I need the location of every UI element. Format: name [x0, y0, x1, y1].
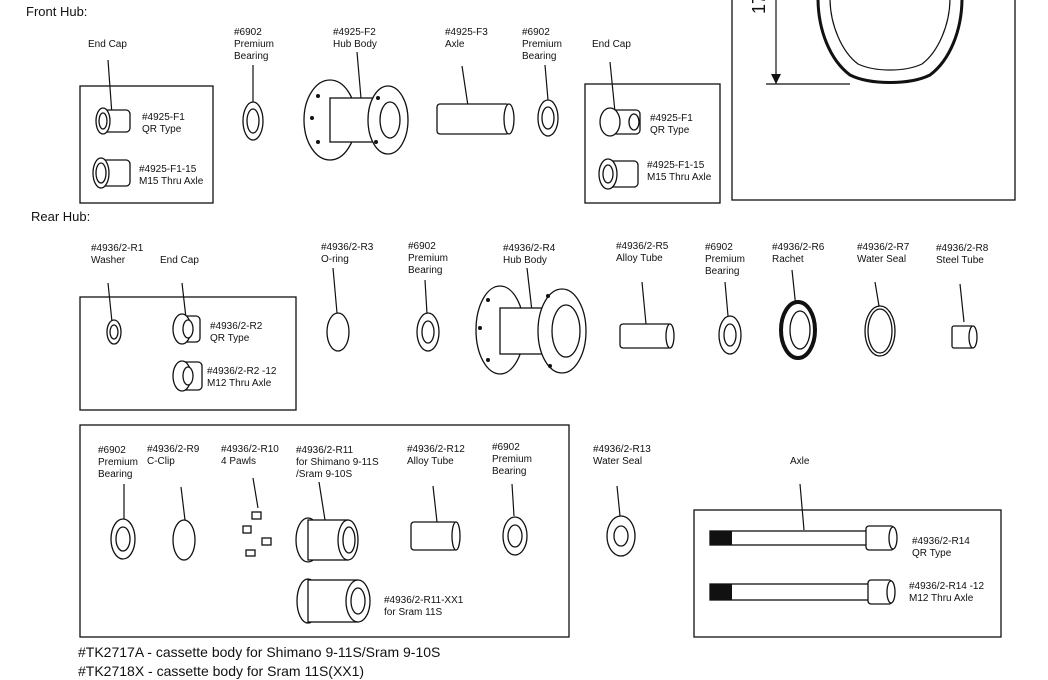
cassette-sram-body-label: #4936/2-R11-XX1 for Sram 11S: [384, 595, 464, 618]
front-right-m15-label: #4925-F1-15 M15 Thru Axle: [647, 160, 712, 183]
rim-section-drawing: [731, 0, 1016, 201]
cassette-shimano-body-label: #4936/2-R11 for Shimano 9-11S /Sram 9-10…: [296, 445, 379, 480]
rear-bearing-1-label: #6902 Premium Bearing: [408, 241, 449, 276]
rear-endcap-m12: [172, 360, 203, 392]
cassette-bearing-2-label: #6902 Premium Bearing: [492, 442, 533, 477]
front-hub-body: [303, 51, 409, 161]
rear-rachet-label: #4936/2-R6 Rachet: [772, 242, 825, 265]
rear-oring: [326, 267, 350, 352]
cassette-water-seal-label: #4936/2-R13 Water Seal: [593, 444, 651, 467]
rear-end-cap-label: End Cap: [160, 255, 199, 266]
rear-steel-tube-label: #4936/2-R8 Steel Tube: [936, 243, 989, 266]
rear-axle-m12-label: #4936/2-R14 -12 M12 Thru Axle: [909, 581, 985, 604]
rear-oring-label: #4936/2-R3 O-ring: [321, 242, 374, 265]
front-hub-body-label: #4925-F2 Hub Body: [333, 27, 377, 50]
rear-washer: [106, 282, 122, 345]
footer-line-2: #TK2718X - cassette body for Sram 11S(XX…: [78, 663, 365, 679]
rear-axle-m12: [709, 579, 896, 605]
cassette-pawls-label: #4936/2-R10 4 Pawls: [221, 444, 279, 467]
cassette-bearing-1: [110, 484, 136, 560]
front-axle: [436, 65, 515, 135]
cassette-shimano-body: [295, 481, 359, 563]
front-right-endcap-box: [584, 83, 721, 204]
rear-axle-box: [693, 509, 1002, 638]
cassette-water-seal: [606, 485, 636, 557]
front-bearing-left-label: #6902 Premium Bearing: [234, 27, 275, 62]
cassette-pawls: [242, 477, 272, 557]
front-hub-heading: Front Hub:: [26, 4, 88, 19]
rear-bearing-2-label: #6902 Premium Bearing: [705, 242, 746, 277]
cassette-alloy-tube-label: #4936/2-R12 Alloy Tube: [407, 444, 465, 467]
rear-endcap-qr: [172, 282, 201, 345]
footer-line-1: #TK2717A - cassette body for Shimano 9-1…: [78, 644, 441, 660]
front-end-cap-right-label: End Cap: [592, 39, 631, 50]
cassette-bearing-2: [502, 483, 528, 556]
cassette-sram-body: [296, 578, 371, 624]
rear-axle-title: Axle: [790, 456, 810, 467]
front-bearing-left: [242, 65, 264, 141]
front-left-endcap-qr: [95, 59, 131, 135]
front-right-qr-label: #4925-F1 QR Type: [650, 113, 693, 136]
cassette-bearing-1-label: #6902 Premium Bearing: [98, 445, 139, 480]
rear-endcap-box: [79, 296, 297, 411]
front-axle-label: #4925-F3 Axle: [445, 27, 488, 50]
rear-hub-body: [475, 267, 587, 375]
rear-alloy-tube: [619, 281, 675, 349]
rear-alloy-tube-label: #4936/2-R5 Alloy Tube: [616, 241, 669, 264]
rear-axle-qr-label: #4936/2-R14 QR Type: [912, 536, 970, 559]
rear-water-seal: [864, 281, 896, 357]
front-bearing-right-label: #6902 Premium Bearing: [522, 27, 563, 62]
rear-washer-label: #4936/2-R1 Washer: [91, 243, 144, 266]
rear-axle-qr: [709, 483, 898, 551]
rear-hub-body-label: #4936/2-R4 Hub Body: [503, 243, 556, 266]
front-right-endcap-qr: [599, 61, 641, 137]
front-left-m15-label: #4925-F1-15 M15 Thru Axle: [139, 164, 204, 187]
rear-bearing-2: [718, 281, 742, 355]
front-right-endcap-m15: [598, 158, 639, 190]
rear-steel-tube: [951, 283, 978, 349]
rim-dimension-label: 17.5: [749, 0, 769, 14]
front-left-qr-label: #4925-F1 QR Type: [142, 112, 185, 135]
rear-rachet: [779, 269, 817, 360]
front-end-cap-left-label: End Cap: [88, 39, 127, 50]
cassette-cclip-label: #4936/2-R9 C-Clip: [147, 444, 200, 467]
front-bearing-right: [537, 64, 559, 137]
rear-water-seal-label: #4936/2-R7 Water Seal: [857, 242, 910, 265]
rear-m12-label: #4936/2-R2 -12 M12 Thru Axle: [207, 366, 277, 389]
front-left-endcap-m15: [92, 157, 131, 189]
rear-hub-heading: Rear Hub:: [31, 209, 91, 224]
cassette-cclip: [172, 486, 196, 561]
front-left-endcap-box: [79, 85, 214, 204]
cassette-box: [79, 424, 570, 638]
rear-bearing-1: [416, 279, 440, 352]
rear-qr-label: #4936/2-R2 QR Type: [210, 321, 263, 344]
cassette-alloy-tube: [410, 485, 461, 551]
